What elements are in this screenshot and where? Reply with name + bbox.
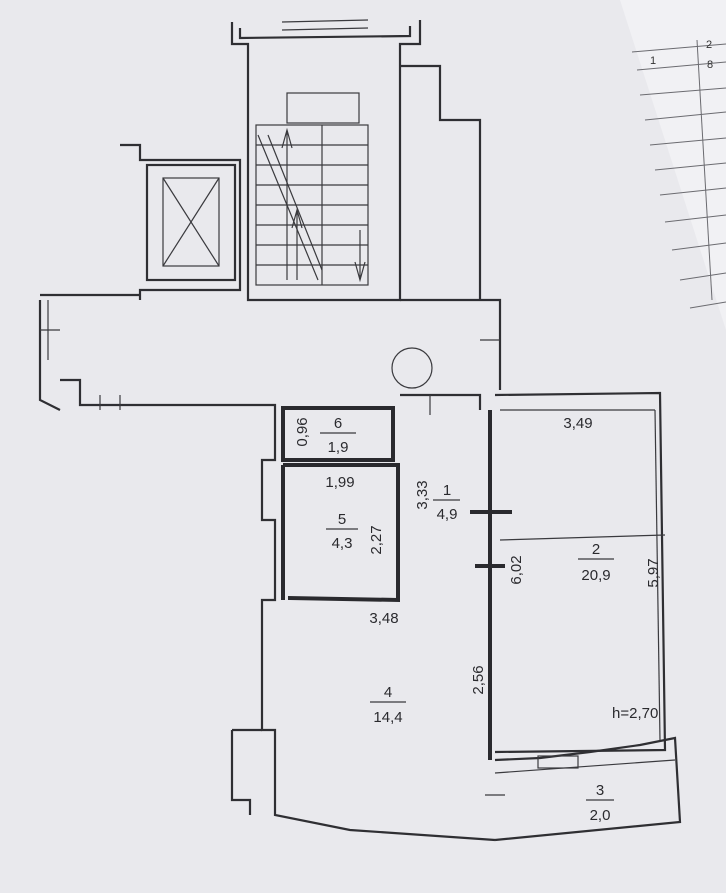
room-labels: 1 4,9 2 20,9 3 2,0 4 14,4 5 4,3 6 1,9: [320, 415, 614, 824]
stair-up-arrow-1: [281, 127, 293, 280]
room-6-outline: [281, 406, 395, 462]
dim-room4-length: 2,56: [470, 665, 487, 694]
room-1-area: 4,9: [437, 506, 458, 523]
table-col1-label: 1: [650, 55, 656, 67]
dim-room6-width: 0,96: [294, 417, 311, 446]
dim-room2-width: 3,49: [563, 415, 592, 432]
room-6-area: 1,9: [328, 439, 349, 456]
stair-steps: [255, 124, 369, 286]
room-5-area: 4,3: [332, 535, 353, 552]
corner-table: 1 2 8: [631, 39, 726, 309]
ceiling-height-label: h=2,70: [612, 705, 658, 722]
table-col2-value: 8: [707, 59, 713, 71]
stair-landing: [286, 92, 360, 124]
elevator-cabin: [162, 177, 220, 267]
dimension-labels: 3,49 6,02 5,97 3,33 1,99 2,27 0,96 3,48 …: [294, 415, 662, 722]
table-col2-label: 2: [706, 39, 712, 51]
dim-room1-length: 3,33: [414, 480, 431, 509]
room-4-area: 14,4: [373, 709, 402, 726]
dim-room5-length: 2,27: [368, 525, 385, 554]
room-3-area: 2,0: [590, 807, 611, 824]
room-3-number: 3: [596, 782, 604, 799]
room-6-number: 6: [334, 415, 342, 432]
room-5-number: 5: [338, 511, 346, 528]
room-4-number: 4: [384, 684, 392, 701]
dim-room2-length-outer: 5,97: [645, 558, 662, 587]
elevator-shaft: [145, 163, 237, 282]
room-1-number: 1: [443, 482, 451, 499]
column-circle: [391, 347, 433, 389]
dim-room2-length: 6,02: [508, 555, 525, 584]
dim-room4-width: 3,48: [369, 610, 398, 627]
room-2-number: 2: [592, 541, 600, 558]
stair-up-arrow-2: [291, 207, 303, 280]
dim-room5-width: 1,99: [325, 474, 354, 491]
stair-down-arrow: [354, 230, 366, 283]
apartment-walls: [230, 391, 682, 842]
common-corridor: [38, 293, 502, 415]
stair-core: [120, 19, 482, 302]
room-2-area: 20,9: [581, 567, 610, 584]
